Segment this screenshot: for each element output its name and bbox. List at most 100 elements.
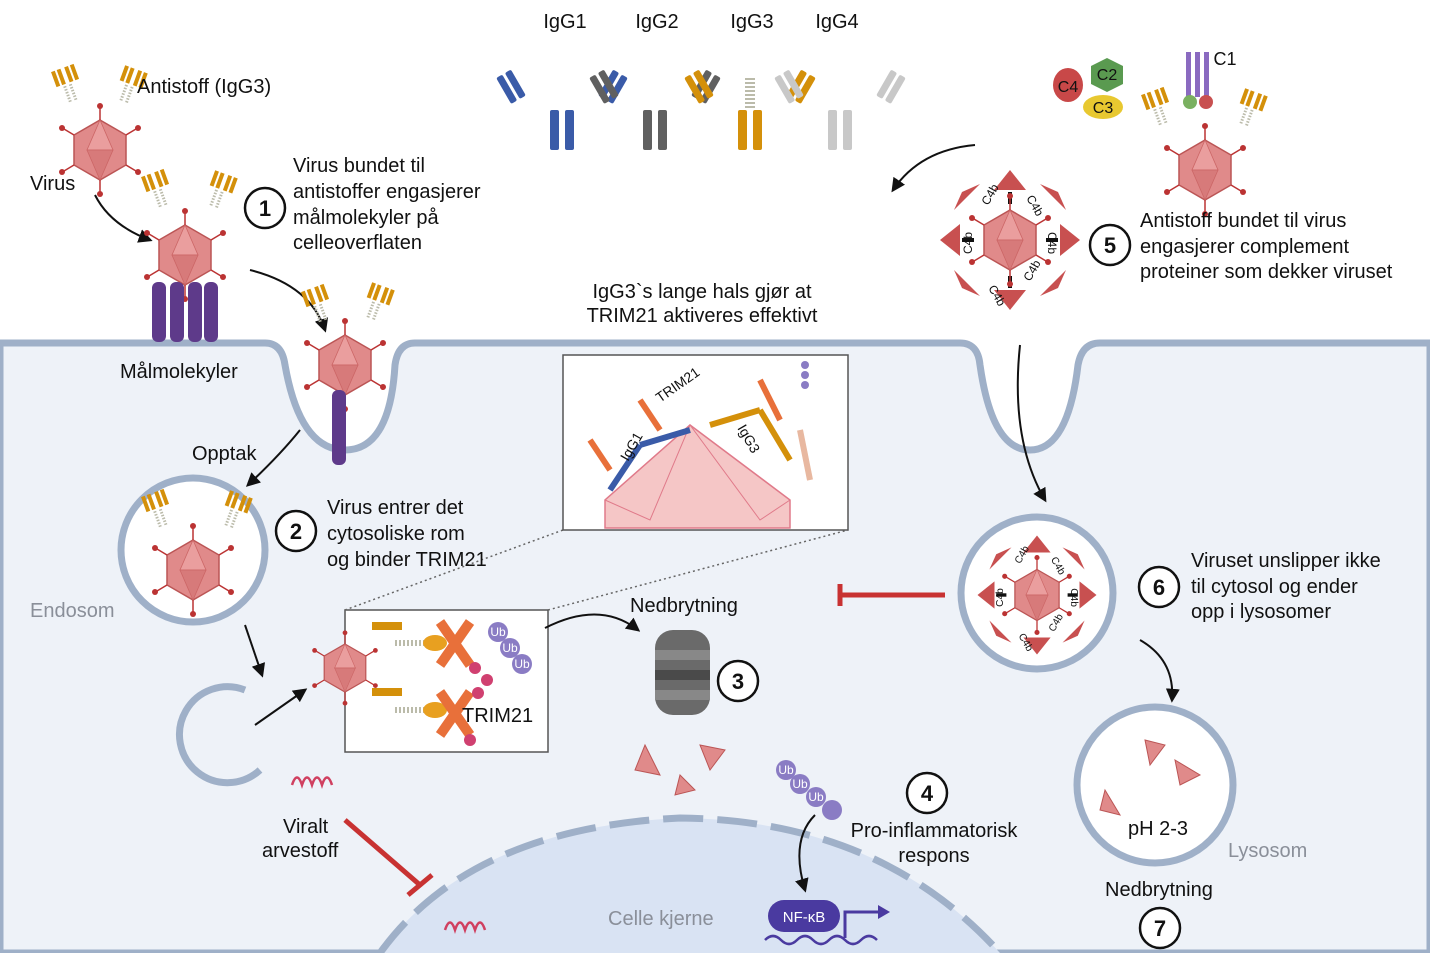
svg-text:7: 7: [1154, 916, 1166, 941]
step-3-badge: 3: [716, 659, 760, 703]
svg-text:3: 3: [732, 669, 744, 694]
step-4-badge: 4: [905, 771, 949, 815]
igg3-structure: [684, 69, 816, 150]
nfkb-label: NF-κB: [783, 909, 826, 926]
c4b-label: C4b: [995, 588, 1006, 607]
step-5-text: engasjerer complement: [1140, 236, 1349, 258]
step-2-text: og binder TRIM21: [327, 549, 487, 571]
viral-genome-coil: [290, 776, 334, 789]
proteasome: [655, 630, 710, 715]
igg-type-label: IgG2: [635, 11, 678, 33]
arrow-c1-to-c4b: [891, 144, 976, 193]
uptake-label: Opptak: [192, 443, 257, 465]
ubiquitin-chain: Ub Ub Ub: [488, 622, 532, 674]
zoom-line: [344, 529, 564, 611]
ub-label: Ub: [490, 625, 506, 639]
ub-label: Ub: [502, 641, 518, 655]
c3-protein: [1083, 95, 1123, 119]
ub-label: Ub: [778, 763, 794, 777]
igg-type-label: IgG3: [730, 11, 773, 33]
step-1-text: Virus bundet til: [293, 155, 425, 177]
target-molecule-in-pit: [332, 390, 346, 465]
c4b-label: C4b: [1068, 588, 1079, 607]
degradation-label: Nedbrytning: [1105, 879, 1213, 901]
svg-text:6: 6: [1153, 575, 1165, 600]
target-molecules: [152, 282, 218, 342]
arrow-complement-uptake: [1016, 344, 1047, 503]
step-6-badge: 6: [1137, 565, 1181, 609]
viral-genome-label: Viralt: [283, 816, 329, 838]
endosome-label: Endosom: [30, 600, 115, 622]
free-ubiquitin-chain: Ub Ub Ub: [776, 760, 842, 820]
step-1-text: antistoffer engasjerer: [293, 181, 481, 203]
open-endosome: [176, 683, 263, 787]
step-7-badge: 7: [1138, 906, 1182, 950]
inset-igg1: [587, 398, 691, 492]
c4-protein: [1053, 68, 1083, 102]
inset-virus-surface: [604, 424, 791, 529]
step-1-badge: 1: [243, 186, 287, 230]
c4b-label: C4b: [1023, 193, 1046, 219]
c1-label: C1: [1213, 49, 1236, 69]
step-6-text: til cytosol og ender: [1191, 576, 1358, 598]
arrow-virus-to-target: [94, 194, 153, 243]
nuclear-viral-genome: [443, 921, 487, 934]
c3-label: C3: [1093, 100, 1114, 117]
c4b-label: C4b: [985, 283, 1008, 309]
step-1-text: celleoverflaten: [293, 232, 422, 254]
arrow-to-trim21: [254, 688, 308, 726]
c4b-label: C4b: [1045, 232, 1059, 254]
svg-text:1: 1: [259, 196, 271, 221]
step-4-text: respons: [898, 845, 969, 867]
nfkb-box: [768, 900, 840, 932]
ph-label: pH 2-3: [1128, 818, 1188, 840]
nucleus-envelope: [377, 814, 1003, 953]
c2-protein: [1091, 58, 1123, 92]
igg-type-label: IgG1: [543, 11, 586, 33]
step-5-text: Antistoff bundet til virus: [1140, 210, 1346, 232]
igg4-structure: [774, 69, 906, 150]
trim21-complex: [372, 619, 493, 746]
step-1-text: målmolekyler på: [293, 207, 439, 229]
virus-fragments: [634, 743, 726, 796]
zoom-line: [547, 529, 849, 611]
arrow-uptake: [245, 429, 301, 487]
arrow-endosome-escape: [244, 624, 266, 678]
step-2-text: cytosoliske rom: [327, 523, 465, 545]
lysosome: [1073, 703, 1237, 867]
arrow-to-lysosome: [1139, 639, 1180, 703]
step-6-text: opp i lysosomer: [1191, 601, 1331, 623]
svg-text:4: 4: [921, 781, 934, 806]
c2-label: C2: [1097, 67, 1118, 84]
dna-strand: [764, 934, 878, 946]
igg3-note-line: TRIM21 aktiveres effektivt: [587, 305, 818, 327]
c4b-label: C4b: [961, 232, 975, 254]
viral-genome-label: arvestoff: [262, 840, 339, 862]
c4-label: C4: [1058, 79, 1079, 96]
arrow-to-proteasome: [544, 613, 641, 632]
cell-cytoplasm: [0, 339, 1430, 953]
lysosome-label: Lysosom: [1228, 840, 1307, 862]
igg-type-label: IgG4: [815, 11, 858, 33]
ub-label: Ub: [808, 790, 824, 804]
antibody-label: Antistoff (IgG3): [137, 76, 271, 98]
arrow-to-nfkb: [795, 814, 816, 893]
c1-complex: [1183, 52, 1213, 109]
step-6-text: Viruset unslipper ikke: [1191, 550, 1381, 572]
igg3-note-line: IgG3`s lange hals gjør at: [593, 281, 812, 303]
step-5-badge: 5: [1088, 223, 1132, 267]
nucleus-label: Celle kjerne: [608, 908, 714, 930]
svg-text:5: 5: [1104, 233, 1116, 258]
ub-label: Ub: [514, 657, 530, 671]
step-5-text: proteiner som dekker viruset: [1140, 261, 1393, 283]
transcription-arrow: [843, 910, 880, 938]
step-2-badge: 2: [274, 509, 318, 553]
lysosome-fragments: [1099, 739, 1202, 816]
target-molecules-label: Målmolekyler: [120, 361, 238, 383]
svg-text:2: 2: [290, 519, 302, 544]
trim21-label: TRIM21: [462, 705, 533, 727]
virus-with-c1: [1163, 122, 1247, 218]
inhibit-line-genome: [343, 818, 422, 887]
inset-igg3: [709, 361, 813, 481]
